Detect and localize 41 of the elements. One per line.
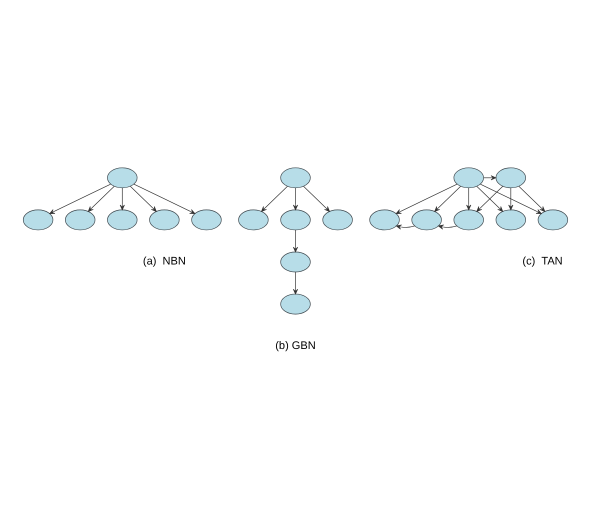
arrow	[434, 186, 461, 212]
node-ellipse	[538, 210, 568, 230]
arrow	[88, 186, 115, 212]
arrow	[396, 184, 458, 214]
node-ellipse	[496, 210, 526, 230]
arrow	[508, 188, 514, 210]
arrow	[130, 186, 157, 212]
arrow	[303, 186, 330, 212]
node-ellipse	[454, 210, 484, 230]
node-ellipse	[280, 294, 311, 314]
node-ellipse	[65, 210, 96, 230]
node-ellipse	[280, 252, 311, 272]
arrow	[134, 184, 196, 214]
arrow	[476, 186, 504, 212]
node-ellipse	[280, 210, 311, 230]
node-ellipse	[369, 210, 400, 230]
arrow	[120, 188, 125, 210]
node-ellipse	[191, 210, 222, 230]
node-ellipse	[107, 210, 138, 230]
label: (a) NBN	[142, 256, 186, 268]
node-ellipse	[22, 210, 54, 230]
arrow	[396, 224, 416, 230]
label: (b) GBN	[275, 340, 316, 352]
node-ellipse	[149, 210, 180, 230]
arrow	[480, 184, 542, 214]
node-ellipse	[322, 210, 353, 230]
arrow	[292, 230, 298, 252]
arrow	[49, 184, 111, 214]
node-ellipse	[496, 167, 526, 188]
arrow	[292, 272, 298, 294]
node-ellipse	[238, 210, 269, 230]
node-ellipse	[280, 167, 311, 188]
node-ellipse	[107, 167, 138, 188]
arrow	[466, 188, 472, 210]
arrow	[518, 186, 546, 212]
label: (c) TAN	[522, 256, 563, 268]
arrow	[261, 186, 288, 212]
node-ellipse	[454, 167, 484, 188]
arrow	[438, 224, 458, 230]
node-ellipse	[411, 210, 442, 230]
arrow	[292, 188, 298, 210]
